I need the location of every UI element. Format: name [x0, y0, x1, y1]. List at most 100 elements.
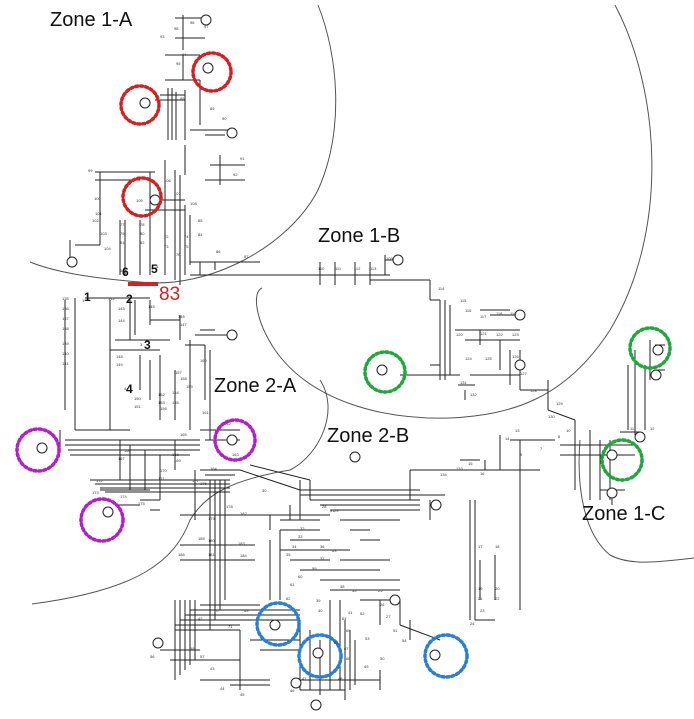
bus-number-label: 89 — [210, 106, 215, 111]
generator-icon — [606, 487, 618, 499]
bus-number-label: 76 — [176, 252, 181, 257]
marker-2: 2 — [126, 292, 133, 306]
bus-number-label: 92 — [233, 172, 238, 177]
bus-number-label: 43 — [210, 666, 215, 671]
bus-number-label: 97 — [204, 24, 209, 29]
bus-number-label: 151 — [134, 404, 141, 409]
bus-number-label: 134 — [440, 472, 447, 477]
bus-number-label: 130 — [548, 414, 555, 419]
bus-number-label: 75 — [184, 244, 189, 249]
bus-number-label: 28 — [322, 504, 327, 509]
bus-number-label: 157 — [175, 370, 182, 375]
bus-number-label: 52 — [360, 611, 365, 616]
bus-number-label: 74 — [184, 234, 189, 239]
bus-number-label: 122 — [496, 332, 503, 337]
bus-number-label: 109 — [386, 256, 393, 261]
green-dotted-circle — [363, 350, 407, 394]
generator-icon — [290, 677, 302, 689]
bus-number-label: 141 — [62, 361, 69, 366]
bus-number-label: 81 — [120, 240, 125, 245]
bus-number-label: 37 — [320, 556, 325, 561]
bus-number-label: 26 — [380, 602, 385, 607]
bus-number-label: 46 — [290, 688, 295, 693]
line-central — [190, 255, 398, 285]
bus-number-label: 49 — [364, 664, 369, 669]
bus-number-label: 184 — [240, 553, 247, 558]
bus-number-label: 182 — [240, 511, 247, 516]
bus-number-label: 176 — [200, 481, 207, 486]
generator-icon — [312, 647, 324, 659]
marker-6: 6 — [122, 265, 129, 279]
bus-number-label: 73 — [164, 244, 169, 249]
bus-number-label: 12 — [650, 426, 655, 431]
bus-number-label: 119 — [510, 311, 517, 316]
bus-number-label: 105 — [136, 198, 143, 203]
bus-number-label: 178 — [226, 504, 233, 509]
blue-dotted-circle — [423, 633, 469, 679]
bus-number-label: 57 — [200, 654, 205, 659]
bus-number-label: 64 — [342, 616, 347, 621]
zone-boundaries — [29, 4, 694, 605]
bus-number-label: 53 — [365, 636, 370, 641]
generator-icon — [514, 309, 526, 321]
green-dotted-circle — [600, 438, 644, 482]
bus-number-label: 181 — [208, 552, 215, 557]
bus-number-label: 55 — [352, 588, 357, 593]
bus-number-label: 153 — [158, 400, 165, 405]
bus-number-label: 15 — [468, 461, 473, 466]
blue-dotted-circle — [297, 633, 343, 679]
bus-number-label: 101 — [95, 211, 102, 216]
bus-number-label: 127 — [520, 371, 527, 376]
line-1b-a — [370, 279, 521, 400]
bus-number-label: 140 — [62, 351, 69, 356]
generator-icon — [102, 506, 114, 518]
zone-boundary-1b — [255, 4, 653, 419]
generator-icon — [226, 434, 238, 446]
purple-dotted-circle — [79, 497, 125, 543]
line-2a-a — [64, 297, 230, 440]
bus-number-label: 160 — [200, 358, 207, 363]
bus-number-label: 22 — [495, 596, 500, 601]
bus-number-label: 162 — [224, 421, 231, 426]
bus-number-label: 16 — [480, 471, 485, 476]
bus-number-label: 170 — [160, 468, 167, 473]
generator-icon — [310, 699, 322, 711]
bus-number-label: 7 — [540, 446, 543, 451]
bus-number-label: 14 — [505, 436, 510, 441]
generator-icon — [376, 364, 388, 376]
bus-number-label: 77 — [120, 222, 125, 227]
bus-number-label: 48 — [338, 676, 343, 681]
bus-number-label: 177 — [192, 478, 199, 483]
bus-number-label: 124 — [465, 356, 472, 361]
bus-number-label: 38 — [340, 584, 345, 589]
bus-number-label: 120 — [456, 332, 463, 337]
bus-number-label: 154 — [172, 390, 179, 395]
generator-icon — [226, 127, 238, 139]
zone-label-1a: Zone 1-A — [50, 9, 133, 31]
generator-icon — [634, 431, 646, 443]
generator-icon — [226, 329, 238, 341]
bus-number-label: 112 — [354, 266, 361, 271]
bus-number-label: 183 — [238, 541, 245, 546]
bus-number-label: 111 — [335, 266, 342, 271]
zone-label-1b: Zone 1-B — [318, 225, 400, 247]
generator-icon — [389, 594, 401, 606]
bus-number-label: 35 — [286, 552, 291, 557]
line-2a-2b — [230, 464, 330, 600]
bus-number-label: 70 — [214, 608, 219, 613]
bus-number-label: 106 — [164, 178, 171, 183]
generator-icon — [36, 442, 48, 454]
line-2a-c — [90, 469, 255, 630]
bus-number-label: 24 — [470, 621, 475, 626]
line-1a-c — [145, 94, 185, 211]
bus-number-label: 59 — [312, 566, 317, 571]
bus-number-label: 67 — [344, 646, 349, 651]
bus-number-label: 156 — [160, 406, 167, 411]
bus-number-label: 186 — [178, 552, 185, 557]
line-1c-2b — [409, 435, 555, 621]
bus-number-label: 128 — [530, 388, 537, 393]
bus-number-label: 54 — [402, 638, 407, 643]
